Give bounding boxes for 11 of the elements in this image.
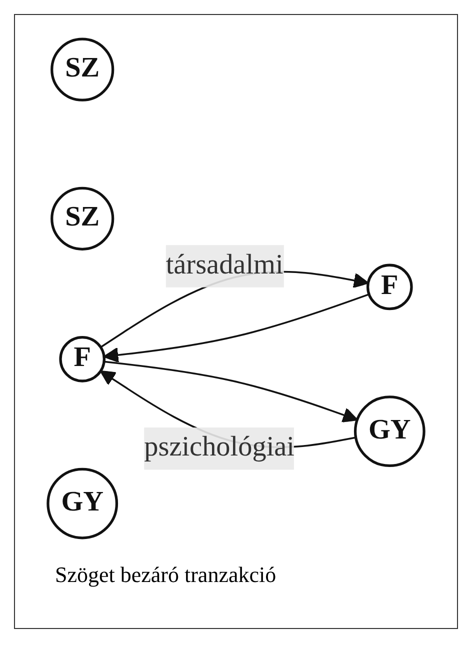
node-circle: F bbox=[366, 264, 413, 310]
node-circle: F bbox=[59, 336, 106, 382]
arrow bbox=[103, 293, 370, 363]
node-circle: GY bbox=[354, 396, 426, 468]
arrow bbox=[104, 360, 358, 422]
node-circle: SZ bbox=[50, 38, 114, 102]
edge-label: pszichológiai bbox=[144, 432, 295, 463]
edge-label: társadalmi bbox=[166, 250, 284, 280]
node-circle: SZ bbox=[50, 186, 114, 250]
node-circle: GY bbox=[46, 468, 118, 540]
caption: Szöget bezáró tranzakció bbox=[54, 562, 278, 589]
